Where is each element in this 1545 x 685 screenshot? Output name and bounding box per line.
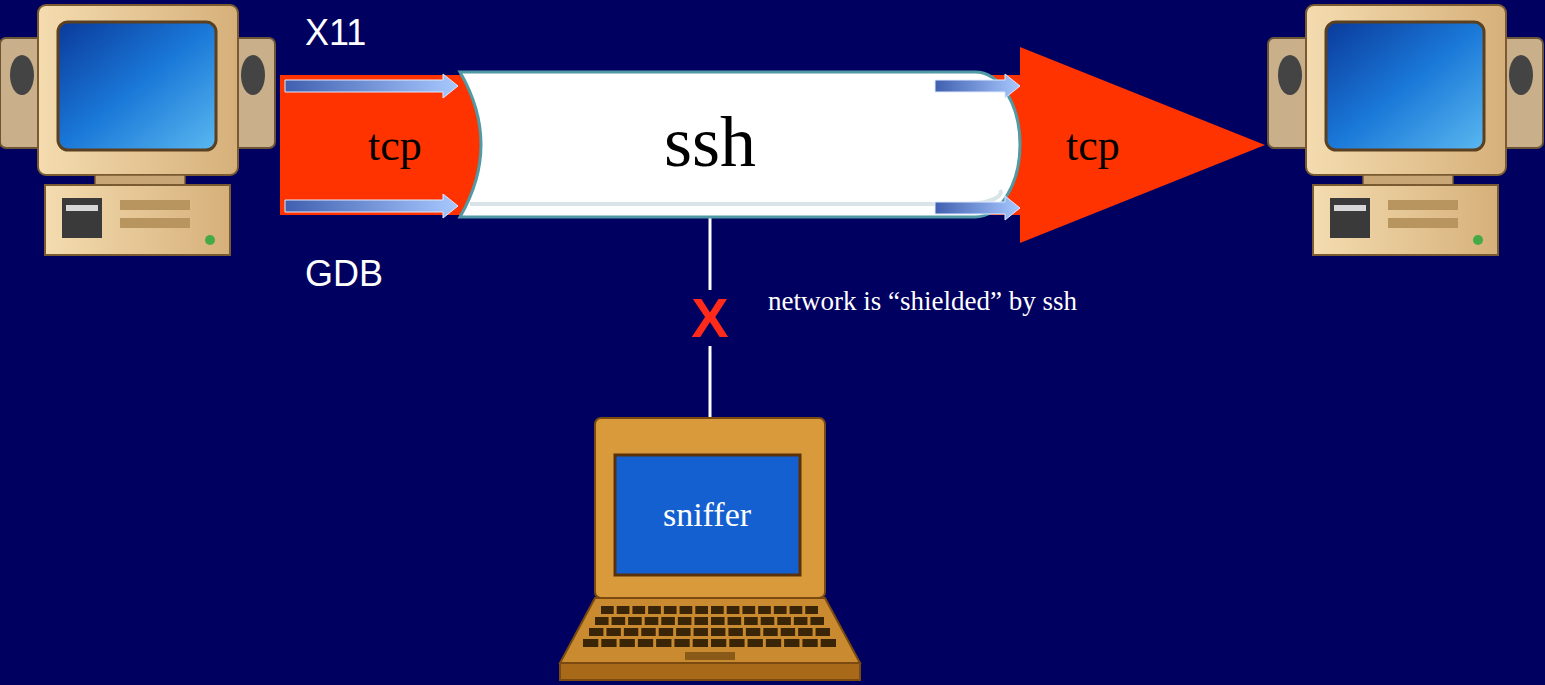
ssh-tunnel: ssh: [440, 72, 1020, 217]
node-text: tcp: [1066, 120, 1120, 171]
stream-name: X11: [305, 12, 366, 54]
node-text: ssh: [664, 101, 756, 184]
blocked-mark: X: [688, 290, 731, 346]
node-text: tcp: [368, 120, 422, 171]
sniffer-laptop: sniffer: [560, 418, 860, 682]
note-text: network is “shielded” by ssh: [768, 286, 1077, 317]
sniffer-laptop-outline: [560, 418, 860, 682]
stream-name: GDB: [305, 253, 383, 295]
node-text: sniffer: [663, 496, 751, 534]
